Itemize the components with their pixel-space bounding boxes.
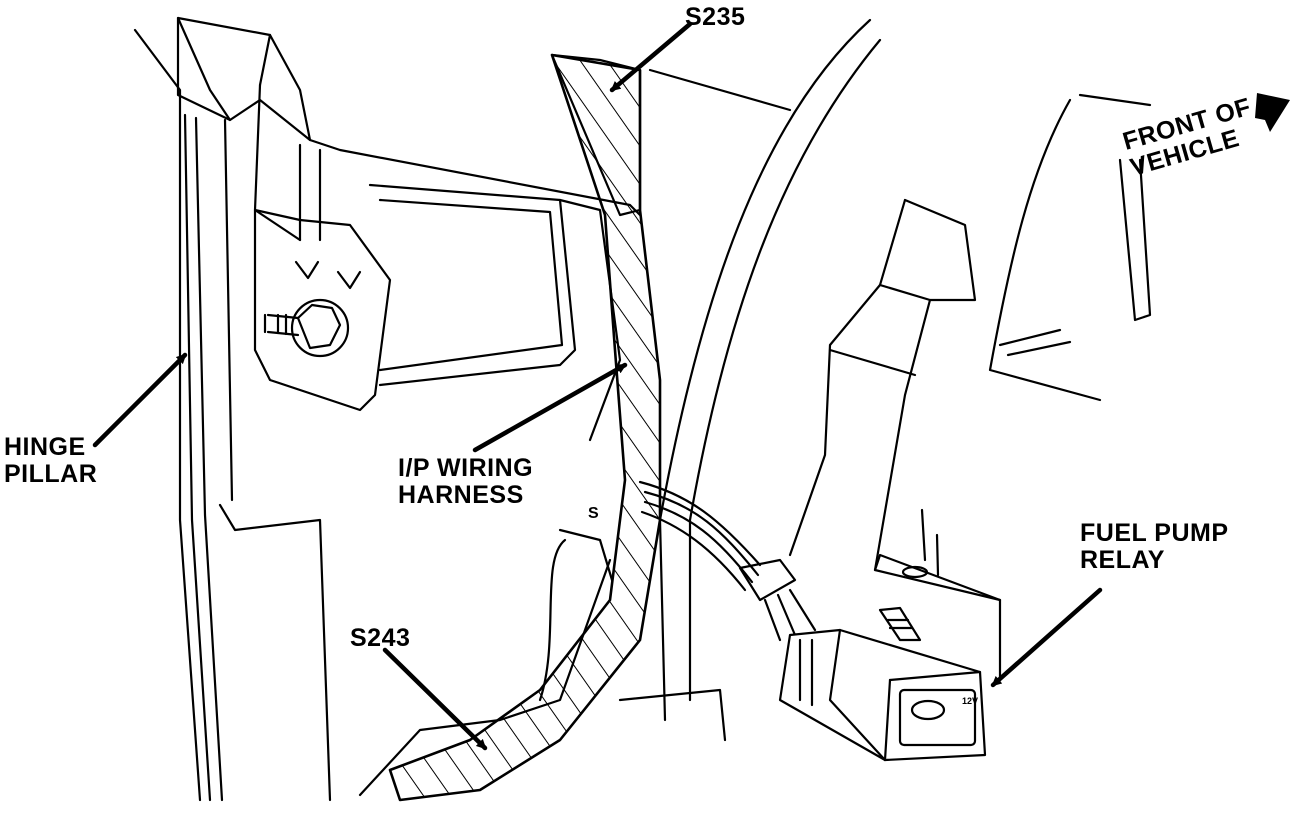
label-s243: S243 bbox=[350, 624, 411, 652]
door-frame bbox=[618, 18, 882, 742]
relay-bracket bbox=[788, 198, 1002, 682]
stud-nut bbox=[263, 260, 362, 358]
label-small-mark: S bbox=[588, 505, 600, 522]
ip-wiring-harness-band bbox=[388, 53, 662, 802]
relay-marking: 12V bbox=[962, 696, 979, 706]
relay-wires bbox=[638, 480, 817, 642]
side-panel bbox=[988, 93, 1152, 402]
label-s235: S235 bbox=[685, 3, 746, 31]
arrow-s235 bbox=[609, 21, 693, 93]
callout-arrows bbox=[92, 21, 1103, 751]
arrow-s243 bbox=[382, 647, 488, 751]
fuel-pump-relay-body bbox=[778, 606, 987, 762]
arrow-ip-wiring bbox=[472, 362, 628, 453]
arrow-fuel-pump-relay bbox=[990, 587, 1103, 688]
front-direction-marker bbox=[1255, 93, 1290, 132]
hinge-pillar bbox=[133, 28, 332, 802]
arrow-hinge-pillar bbox=[92, 352, 188, 448]
label-hinge-pillar: HINGE PILLAR bbox=[4, 433, 98, 488]
label-fuel-pump-relay: FUEL PUMP RELAY bbox=[1080, 519, 1229, 574]
lower-harness-conduit bbox=[358, 528, 614, 797]
panel-outline bbox=[368, 183, 622, 442]
label-ip-wiring-harness: I/P WIRING HARNESS bbox=[398, 454, 534, 509]
